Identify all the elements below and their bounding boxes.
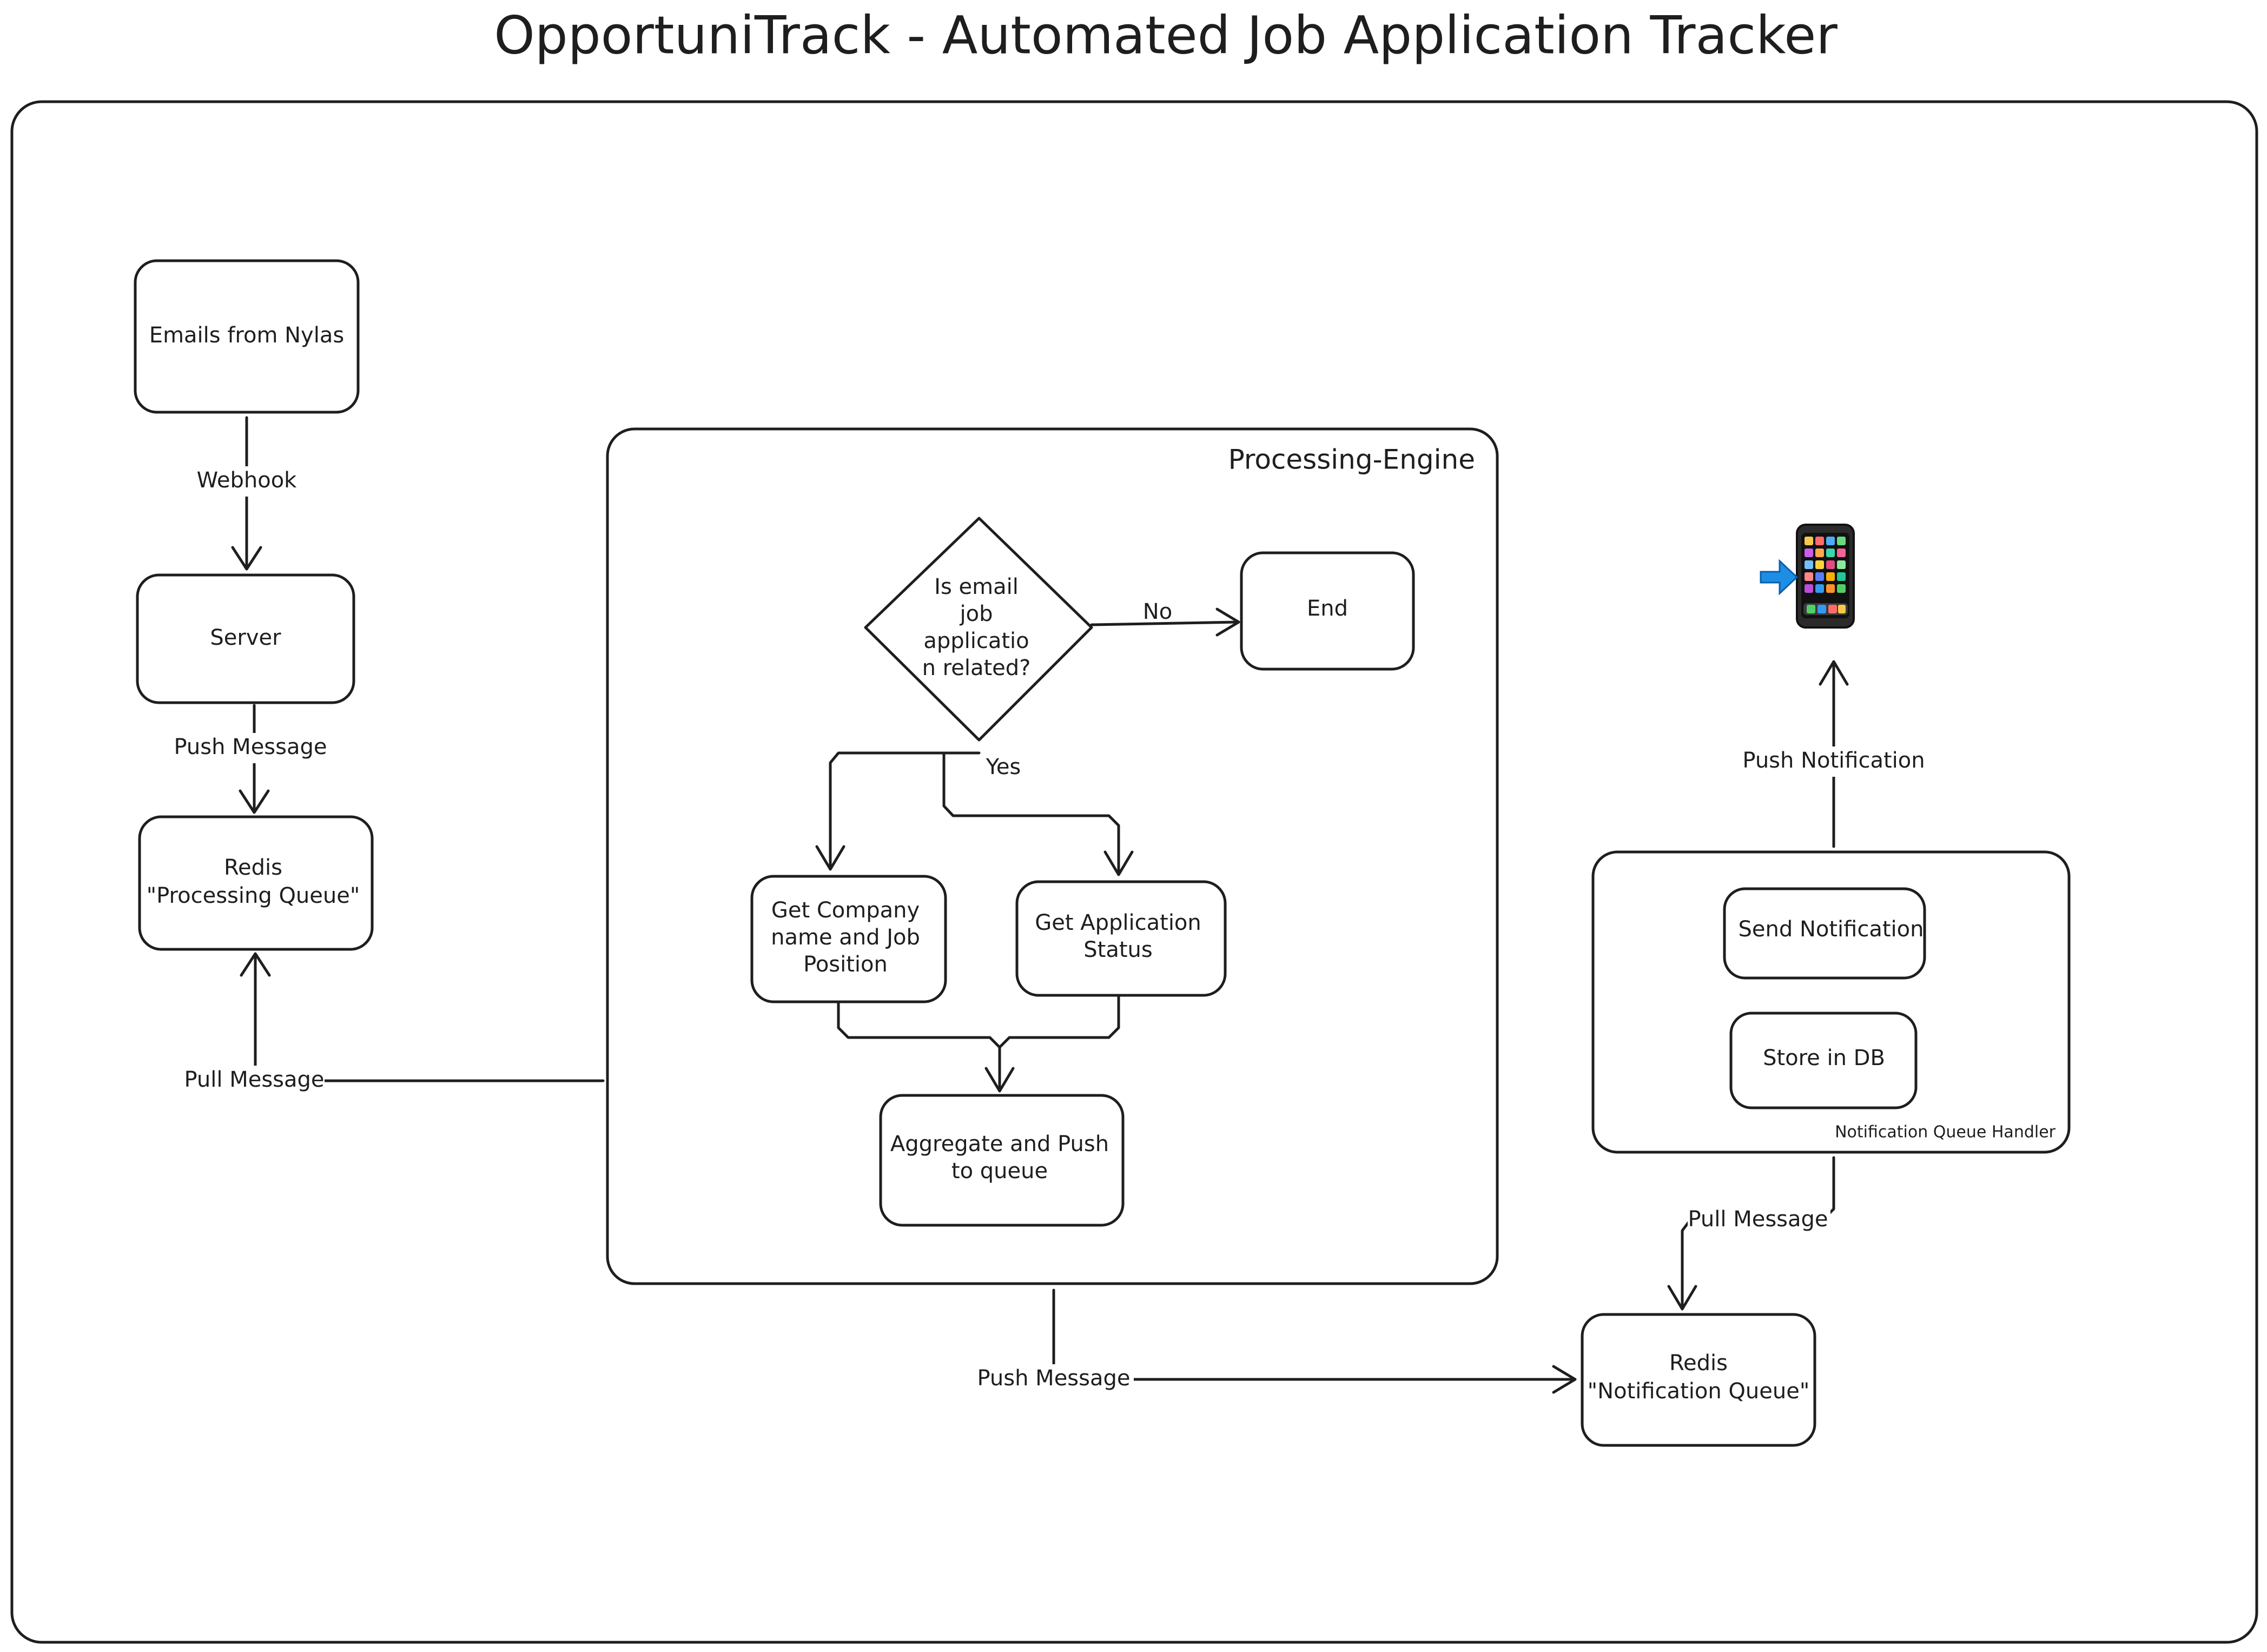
node-label-line: to queue — [951, 1159, 1048, 1184]
node-label: Emails from Nylas — [149, 323, 344, 348]
node-label-line: Aggregate and Push — [890, 1132, 1109, 1157]
node-label: Redis "Notification Queue" — [1588, 1351, 1809, 1404]
processing-engine-label: Processing-Engine — [1228, 444, 1475, 475]
node-emails-from-nylas: Emails from Nylas — [134, 259, 360, 414]
edge-label-push-message: Push Message — [174, 735, 327, 759]
node-label-line: "Processing Queue" — [147, 883, 360, 908]
node-label-line: Redis — [224, 855, 282, 880]
edge-label-pull-message-2: Pull Message — [1688, 1207, 1828, 1232]
edge-labels: Webhook Push Message Pull Message No Yes… — [172, 466, 1931, 1395]
node-label-line: Position — [803, 952, 888, 977]
edge-label-webhook: Webhook — [197, 468, 298, 493]
node-label-line: applicatio — [923, 629, 1029, 653]
node-label-line: Store in DB — [1763, 1046, 1885, 1071]
edge-label-yes: Yes — [986, 755, 1021, 779]
diagram-title: OpportuniTrack - Automated Job Applicati… — [494, 5, 1838, 65]
edge-label-push-notification: Push Notification — [1742, 748, 1925, 773]
node-server: Server — [136, 573, 355, 704]
node-label-line: Status — [1083, 937, 1152, 962]
edge-label-push-message-2: Push Message — [977, 1366, 1131, 1391]
node-end: End — [1240, 551, 1415, 671]
node-label-line: Send Notification — [1739, 917, 1924, 942]
node-label: Server — [210, 625, 281, 650]
node-redis-processing-queue: Redis "Processing Queue" — [138, 815, 374, 951]
node-label: Is email job applicatio n related? — [922, 574, 1031, 680]
notification-handler-group: Notification Queue Handler — [1591, 850, 2071, 1154]
outer-frame — [10, 100, 2258, 1644]
node-label-line: Emails from Nylas — [149, 323, 344, 348]
node-label: Redis "Processing Queue" — [147, 855, 360, 908]
node-label-line: Redis — [1669, 1351, 1728, 1376]
node-label: Send Notification — [1739, 917, 1924, 942]
edge-label-no: No — [1143, 599, 1172, 624]
edge-label-pull-message: Pull Message — [184, 1067, 324, 1092]
node-send-notification: Send Notification — [1723, 887, 1926, 980]
node-label-line: "Notification Queue" — [1588, 1379, 1809, 1404]
node-decision-is-job-related: Is email job applicatio n related? — [864, 517, 1093, 742]
node-label-line: n related? — [922, 656, 1031, 680]
node-store-in-db: Store in DB — [1729, 1012, 1918, 1109]
mobile-phone-with-arrow-icon — [1760, 524, 1855, 629]
node-label-line: Get Company — [771, 898, 920, 923]
node-redis-notification-queue: Redis "Notification Queue" — [1581, 1313, 1816, 1447]
node-label-line: name and Job — [771, 925, 920, 950]
node-label-line: End — [1307, 596, 1348, 621]
node-label-line: Is email — [934, 574, 1019, 599]
node-label: Store in DB — [1763, 1046, 1885, 1071]
node-label-line: Get Application — [1035, 910, 1201, 935]
node-label-line: Server — [210, 625, 281, 650]
notification-handler-label: Notification Queue Handler — [1835, 1123, 2056, 1142]
node-label-line: job — [960, 602, 993, 626]
node-label: End — [1307, 596, 1348, 621]
